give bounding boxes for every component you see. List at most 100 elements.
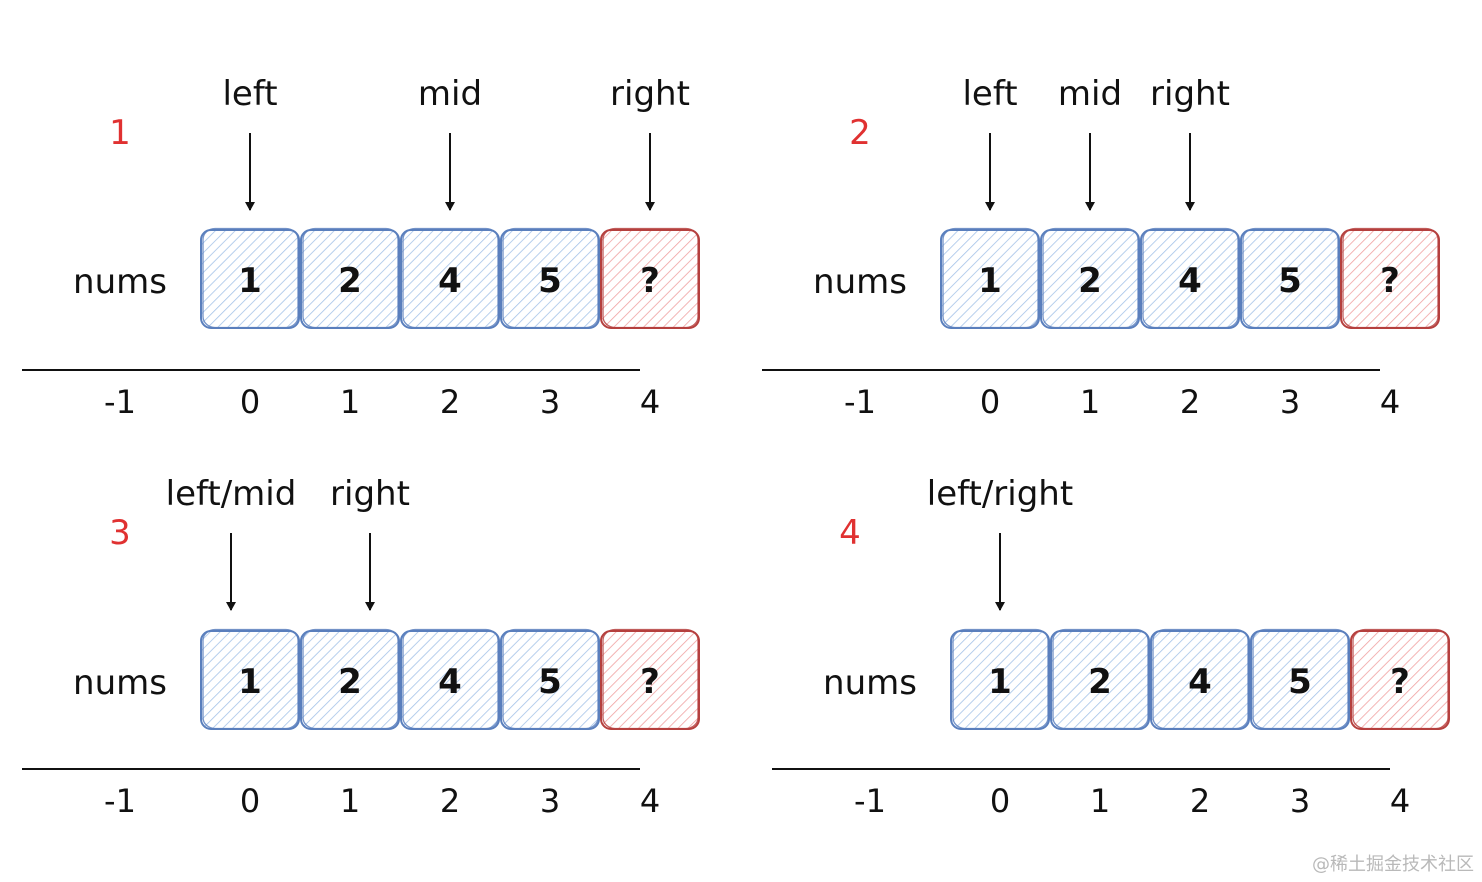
array-cell: 1: [940, 227, 1040, 329]
step-number: 3: [109, 513, 131, 553]
array-cell: 4: [1150, 628, 1250, 730]
array-cell: 5: [1240, 227, 1340, 329]
array-cell: 5: [500, 227, 600, 329]
array-cell-sketch-stroke: [402, 628, 499, 730]
step-number: 4: [839, 513, 861, 553]
pointer: left: [222, 74, 278, 211]
array-cell-sketch-stroke: [202, 628, 299, 730]
array-cell: 4: [400, 628, 500, 730]
cell-value: 5: [1288, 662, 1312, 702]
array-cell: 2: [300, 628, 400, 730]
cell-value: 4: [1188, 662, 1212, 702]
index-label: -1: [844, 383, 876, 421]
array-cell: 1: [200, 227, 300, 329]
pointer: right: [610, 74, 690, 211]
watermark-text: @稀土掘金技术社区: [1312, 854, 1474, 875]
pointer-label: left: [962, 74, 1017, 114]
index-label: 1: [1090, 782, 1110, 820]
step-number: 1: [109, 113, 131, 153]
cell-value: ?: [640, 261, 660, 301]
array-cell-sketch-stroke: [502, 628, 599, 730]
index-label: 2: [1190, 782, 1210, 820]
pointer: left/right: [927, 474, 1073, 611]
array-cell-sketch-stroke: [952, 628, 1049, 730]
pointer: mid: [1058, 74, 1122, 211]
pointer: left/mid: [166, 474, 296, 611]
array-cell-sketch-stroke: [302, 628, 399, 730]
array-cell: 4: [1140, 227, 1240, 329]
index-label: 4: [640, 383, 660, 421]
pointer-label: right: [330, 474, 410, 514]
array-cell-sketch-stroke: [602, 628, 699, 730]
index-label: 0: [240, 383, 260, 421]
cell-value: 4: [438, 662, 462, 702]
pointer-label: mid: [1058, 74, 1122, 114]
pointer-label: left: [222, 74, 277, 114]
array-cell-sketch-stroke: [1152, 628, 1249, 730]
index-label: 1: [1080, 383, 1100, 421]
array-cell: 2: [300, 227, 400, 329]
array-cell: 5: [500, 628, 600, 730]
array-cell: ?: [1340, 227, 1440, 329]
index-label: 3: [1280, 383, 1300, 421]
pointer: mid: [418, 74, 482, 211]
index-label: 3: [1290, 782, 1310, 820]
pointer-label: left/right: [927, 474, 1073, 514]
cell-value: 5: [538, 662, 562, 702]
index-label: 4: [1390, 782, 1410, 820]
array-cell: 4: [400, 227, 500, 329]
cell-value: 4: [1178, 261, 1202, 301]
index-label: 2: [440, 782, 460, 820]
index-label: 3: [540, 782, 560, 820]
cell-value: ?: [1380, 261, 1400, 301]
array-cell-sketch-stroke: [502, 227, 599, 329]
cell-value: 5: [538, 261, 562, 301]
array-cell: 1: [950, 628, 1050, 730]
array-label: nums: [823, 663, 917, 703]
cell-value: 2: [1088, 662, 1112, 702]
cell-value: 4: [438, 261, 462, 301]
index-label: 0: [980, 383, 1000, 421]
pointer-label: right: [1150, 74, 1230, 114]
array-cell-sketch-stroke: [942, 227, 1039, 329]
array-cell: ?: [600, 227, 700, 329]
array-cell-sketch-stroke: [202, 227, 299, 329]
index-label: 1: [340, 782, 360, 820]
step-number: 2: [849, 113, 871, 153]
array-cell: ?: [1350, 628, 1450, 730]
array-cell-sketch-stroke: [1142, 227, 1239, 329]
index-label: -1: [854, 782, 886, 820]
index-label: 0: [240, 782, 260, 820]
pointer-label: mid: [418, 74, 482, 114]
cell-value: 2: [1078, 261, 1102, 301]
cell-value: ?: [1390, 662, 1410, 702]
array-cell: 2: [1050, 628, 1150, 730]
index-label: 4: [640, 782, 660, 820]
index-label: 4: [1380, 383, 1400, 421]
cell-value: 1: [238, 261, 262, 301]
array-cell: 1: [200, 628, 300, 730]
cell-value: 2: [338, 662, 362, 702]
pointer-label: right: [610, 74, 690, 114]
pointer: right: [330, 474, 410, 611]
array-cell-sketch-stroke: [602, 227, 699, 329]
array-cell-sketch-stroke: [402, 227, 499, 329]
cell-value: 2: [338, 261, 362, 301]
pointer: left: [962, 74, 1018, 211]
array-cell-sketch-stroke: [1052, 628, 1149, 730]
array-cell: 5: [1250, 628, 1350, 730]
pointer: right: [1150, 74, 1230, 211]
index-label: 2: [440, 383, 460, 421]
array-cell-sketch-stroke: [302, 227, 399, 329]
index-label: 0: [990, 782, 1010, 820]
index-label: -1: [104, 782, 136, 820]
index-label: 3: [540, 383, 560, 421]
index-label: 1: [340, 383, 360, 421]
cell-value: 1: [978, 261, 1002, 301]
index-label: -1: [104, 383, 136, 421]
array-cell-sketch-stroke: [1042, 227, 1139, 329]
